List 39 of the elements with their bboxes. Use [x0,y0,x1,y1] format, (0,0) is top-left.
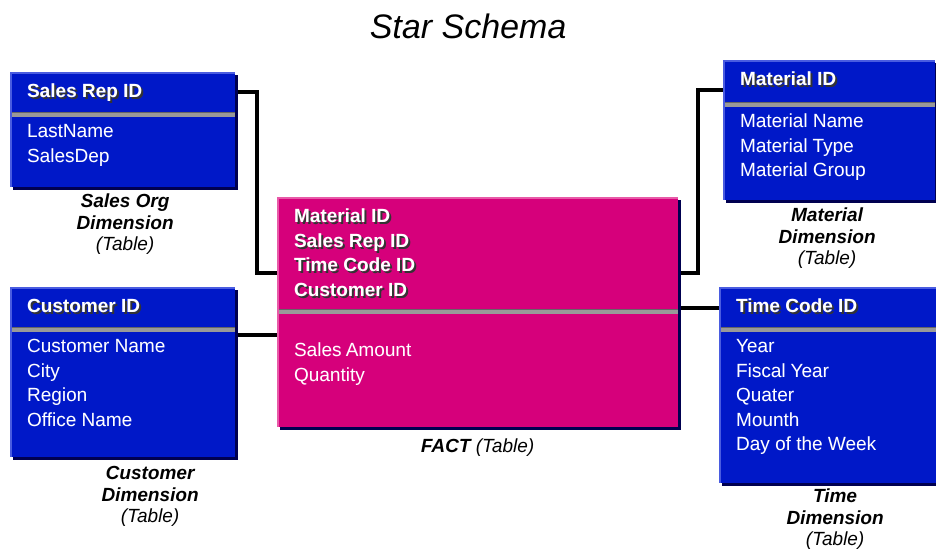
table-caption: Material Dimension (Table) [777,205,877,270]
key-field: Customer ID [294,278,407,303]
attribute-field: City [27,360,60,384]
connector-line [678,306,719,310]
key-field: Sales Rep ID [27,80,142,104]
attribute-field: SalesDep [27,144,110,169]
attribute-field: Fiscal Year [736,360,829,384]
dimension-table-box [10,72,235,187]
table-caption: Sales Org Dimension (Table) [75,191,175,256]
diagram-title: Star Schema [370,8,566,47]
dimension-table-box [10,287,235,457]
dimension-table-box [723,60,935,200]
attribute-field: Sales Amount [294,339,412,364]
attribute-field: Customer Name [27,335,166,360]
attribute-field: Day of the Week [736,433,876,458]
key-field: Time Code ID [294,254,416,278]
fact-table-box [277,197,678,427]
attribute-field: Material Type [740,134,854,159]
key-field: Sales Rep ID [294,230,410,254]
attribute-field: Year [736,335,774,360]
key-field: Material ID [740,68,836,92]
connector-line [235,90,277,275]
connector-line [678,88,723,275]
key-field: Time Code ID [736,295,858,320]
attribute-field: Quantity [294,364,365,388]
dimension-table-box [719,287,936,483]
attribute-field: Quater [736,384,794,408]
table-caption: FACT (Table) [420,436,536,458]
table-caption: Customer Dimension (Table) [100,463,200,528]
attribute-field: LastName [27,120,114,144]
connector-line [235,333,277,337]
attribute-field: Region [27,384,88,408]
attribute-field: Mounth [736,408,800,433]
attribute-field: Material Name [740,110,864,134]
table-caption: Time Dimension (Table) [785,486,885,550]
attribute-field: Office Name [27,408,132,433]
attribute-field: Material Group [740,159,866,184]
key-field: Customer ID [27,295,140,320]
key-field: Material ID [294,205,390,230]
